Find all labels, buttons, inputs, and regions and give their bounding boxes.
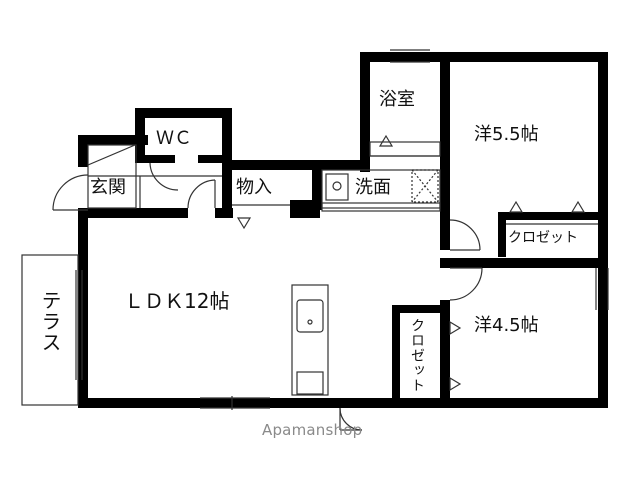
walls (78, 52, 608, 408)
room-entrance: 玄関 (90, 177, 126, 198)
watermark: Apamanshop (262, 421, 363, 439)
room-bath: 浴室 (379, 89, 415, 110)
room-closet-top: クロゼット (508, 230, 578, 246)
room-western-4-5: 洋4.5帖 (474, 315, 539, 336)
room-washroom: 洗面 (355, 177, 391, 198)
room-wc: ＷＣ (156, 128, 192, 149)
room-western-5-5: 洋5.5帖 (474, 124, 539, 145)
room-terrace: テラス (38, 290, 62, 353)
room-storage: 物入 (236, 177, 272, 198)
room-closet-side: クロゼット (409, 318, 425, 393)
room-ldk: ＬＤＫ12帖 (124, 289, 230, 313)
thin-lines (21, 49, 609, 431)
